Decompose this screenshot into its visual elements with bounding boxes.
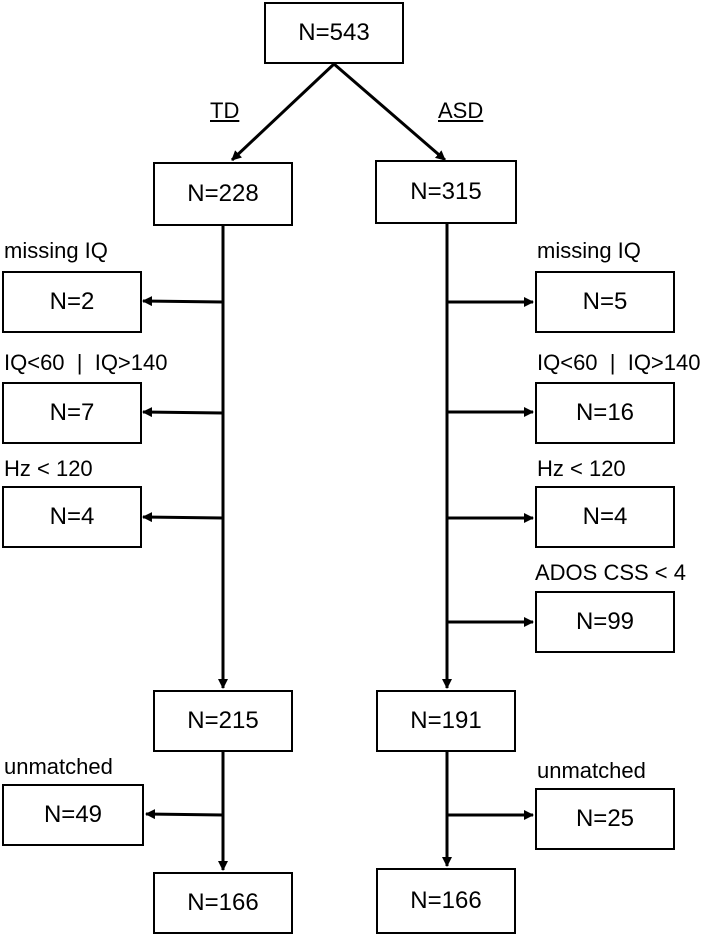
asd-after-exclusion-box: N=191 [376, 690, 516, 752]
td-exclusion-label-missing-iq: missing IQ [4, 238, 108, 263]
td-exclusion-label-iq-range: IQ<60 | IQ>140 [4, 350, 168, 375]
td-final-box: N=166 [153, 872, 293, 934]
td-exclusion-box-iq-range: N=7 [2, 382, 142, 444]
arrow-root-to-td [230, 62, 336, 162]
asd-exclusion-box-ados: N=99 [535, 591, 675, 653]
arrow-td-hz [142, 512, 224, 523]
td-unmatched-label: unmatched [4, 754, 113, 779]
td-exclusion-label-hz: Hz < 120 [4, 456, 93, 481]
asd-exclusion-box-missing-iq: N=5 [535, 271, 675, 333]
arrow-td-missing-iq [142, 296, 224, 307]
td-unmatched-box: N=49 [2, 784, 144, 846]
asd-exclusion-label-ados: ADOS CSS < 4 [535, 560, 687, 585]
asd-start-box: N=315 [375, 160, 517, 224]
asd-exclusion-box-hz: N=4 [535, 486, 675, 548]
asd-exclusion-box-iq-range: N=16 [535, 382, 675, 444]
asd-unmatched-label: unmatched [537, 758, 646, 783]
asd-exclusion-label-iq-range: IQ<60 | IQ>140 [537, 350, 701, 375]
td-start-box: N=228 [153, 162, 293, 226]
branch-label-td: TD [210, 98, 240, 123]
asd-final-box: N=166 [376, 868, 516, 934]
asd-unmatched-box: N=25 [535, 788, 675, 850]
asd-exclusion-label-missing-iq: missing IQ [537, 238, 641, 263]
td-exclusion-box-missing-iq: N=2 [2, 271, 142, 333]
td-exclusion-box-hz: N=4 [2, 486, 142, 548]
asd-exclusion-label-hz: Hz < 120 [537, 456, 626, 481]
arrow-td-iq-range [142, 407, 224, 418]
branch-label-asd: ASD [438, 98, 484, 123]
arrow-td-unmatched [145, 809, 224, 820]
arrow-root-to-asd [333, 62, 446, 162]
root-box: N=543 [264, 2, 404, 64]
td-after-exclusion-box: N=215 [153, 690, 293, 752]
